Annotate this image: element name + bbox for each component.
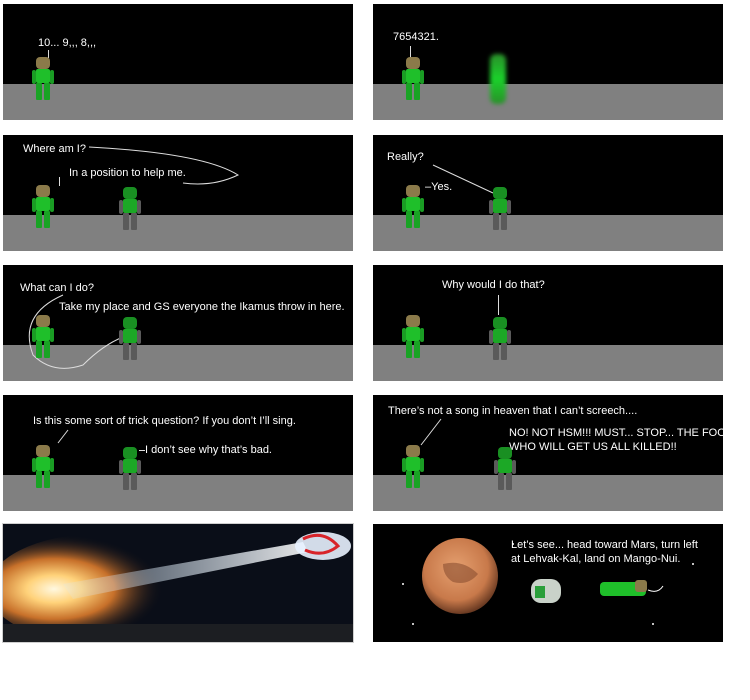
comic-panel-8: There’s not a song in heaven that I can’… [373, 395, 723, 511]
figure-green-head [119, 447, 141, 491]
speech-tail [139, 450, 145, 451]
ground [3, 84, 353, 120]
ground [3, 345, 353, 381]
speech-tail [410, 46, 411, 57]
speech-text: There’s not a song in heaven that I can’… [388, 405, 638, 417]
ground [3, 475, 353, 511]
comic-panel-9 [3, 524, 353, 642]
figure-green-head [494, 447, 516, 491]
speech-tail-line [432, 164, 494, 194]
speech-text: at Lehvak-Kal, land on Mango-Nui. [511, 553, 681, 565]
speech-text: NO! NOT HSM!!! MUST... STOP... THE FOOL [509, 427, 723, 439]
figure-green-head [489, 187, 511, 231]
space-scene [402, 538, 694, 625]
comic-panel-1: 10... 9,,, 8,,, [3, 4, 353, 120]
blurred-figure [490, 54, 506, 104]
figure-brown-head [32, 185, 54, 229]
ground [373, 475, 723, 511]
comic-panel-10: Let’s see... head toward Mars, turn left… [373, 524, 723, 642]
speech-text: Is this some sort of trick question? If … [33, 415, 296, 427]
figure-brown-head [32, 57, 54, 101]
speech-text: 7654321. [393, 31, 439, 43]
speech-balloon-line [28, 294, 124, 369]
explosion-image [3, 524, 353, 642]
comic-panel-7: Is this some sort of trick question? If … [3, 395, 353, 511]
speech-text: Really? [387, 151, 424, 163]
speech-text: What can I do? [20, 282, 94, 294]
comic-panel-4: Really? –Yes. [373, 135, 723, 251]
figure-brown-head [402, 445, 424, 489]
speech-text: Why would I do that? [442, 279, 545, 291]
speech-tail-line [420, 418, 442, 446]
flying-figure [600, 582, 646, 596]
figure-green-head [489, 317, 511, 361]
ground [3, 215, 353, 251]
speech-tail [498, 295, 499, 315]
speech-tail [59, 177, 60, 186]
speech-text: Let’s see... head toward Mars, turn left [511, 539, 698, 551]
figure-brown-head [402, 315, 424, 359]
figure-green-head [119, 187, 141, 231]
comic-panel-2: 7654321. [373, 4, 723, 120]
figure-brown-head [32, 315, 54, 359]
speech-tail [48, 50, 49, 58]
speech-text: –Yes. [425, 181, 453, 193]
speech-text: In a position to help me. [69, 167, 186, 179]
speech-text: 10... 9,,, 8,,, [38, 37, 97, 49]
figure-brown-head [32, 445, 54, 489]
comic-panel-3: Where am I? In a position to help me. [3, 135, 353, 251]
ground [373, 345, 723, 381]
speech-text: Take my place and GS everyone the Ikamus… [59, 301, 345, 313]
comic-panel-5: What can I do? Take my place and GS ever… [3, 265, 353, 381]
speech-tail-line [57, 429, 69, 444]
ground [373, 84, 723, 120]
speech-text: WHO WILL GET US ALL KILLED!! [509, 441, 677, 453]
comic-panel-6: Why would I do that? [373, 265, 723, 381]
speech-balloon-line [88, 146, 240, 185]
figure-green-head [119, 317, 141, 361]
ground [373, 215, 723, 251]
speech-text: I don’t see why that’s bad. [145, 444, 272, 456]
figure-brown-head [402, 185, 424, 229]
figure-brown-head [402, 57, 424, 101]
speech-text: Where am I? [23, 143, 86, 155]
